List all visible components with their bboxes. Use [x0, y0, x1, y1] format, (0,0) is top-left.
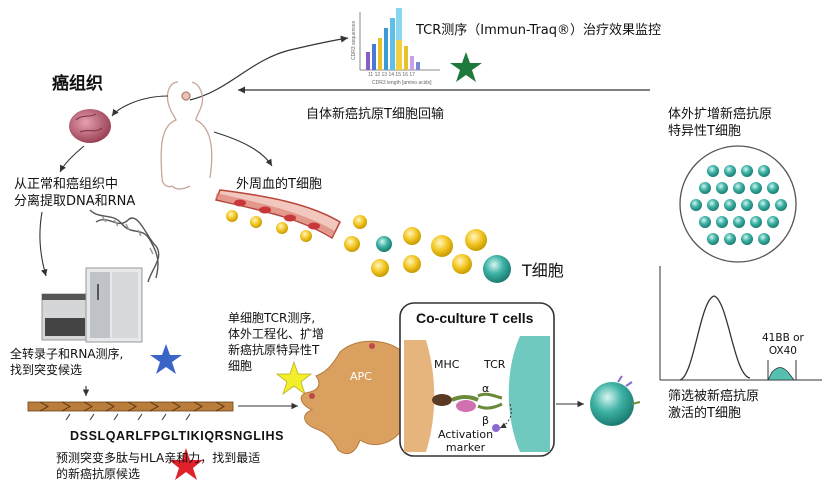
tumor-tissue-icon	[69, 109, 111, 143]
beta-label: β	[482, 414, 490, 427]
expand-label: 体外扩增新癌抗原 特异性T细胞	[668, 107, 773, 139]
dish-t-cell	[758, 165, 770, 177]
peptide-sequence: DSSLQARLFPGLTIKIQRSNGLIHS	[70, 429, 285, 443]
dish-t-cell	[767, 182, 779, 194]
peptide-ticks	[65, 413, 191, 421]
dish-t-cell	[690, 199, 702, 211]
t-cell-bead	[276, 222, 288, 234]
t-cell-bead	[452, 254, 472, 274]
coculture-apc	[404, 340, 435, 452]
sequencer-icon	[41, 267, 143, 343]
human-figure	[160, 81, 213, 190]
dish-t-cell	[767, 216, 779, 228]
dish-t-cell	[758, 233, 770, 245]
dna-helix-icon	[89, 209, 160, 283]
dish-t-cell	[724, 165, 736, 177]
coculture-title: Co-culture T cells	[416, 310, 534, 326]
t-cell-label: T细胞	[522, 261, 564, 280]
t-cell-bead	[300, 230, 312, 242]
mhc-label: MHC	[434, 358, 460, 371]
arrow-to-monitor	[189, 35, 349, 101]
dish-t-cell	[707, 165, 719, 177]
tcr-label: TCR	[484, 358, 506, 371]
apc-label: APC	[350, 370, 372, 383]
tumor-tissue-label: 癌组织	[52, 74, 103, 94]
dish-t-cell	[716, 182, 728, 194]
screen-label: 筛选被新癌抗原 激活的T细胞	[668, 389, 760, 421]
t-cell-bead	[250, 216, 262, 228]
single-cell-label: 单细胞TCR测序, 体外工程化、扩增 新癌抗原特异性T 细胞	[228, 311, 325, 373]
dish-t-cell	[775, 199, 787, 211]
coculture-t-cell	[508, 336, 550, 452]
blue-star-icon	[150, 344, 182, 374]
mini-chart-ticks: 11 12 13 14 15 16 17	[368, 72, 415, 78]
arrow-to-sequencer	[39, 211, 48, 277]
apc-cell	[300, 340, 403, 455]
t-cell-bead	[403, 255, 421, 273]
yellow-star-icon	[275, 360, 313, 396]
dish-t-cell	[707, 233, 719, 245]
apc-receptor	[369, 343, 375, 349]
blood-vessel	[214, 189, 341, 240]
marker-41bb-label: 41BB or OX40	[762, 332, 804, 357]
dish-t-cell	[707, 199, 719, 211]
reinfusion-label: 自体新癌抗原T细胞回输	[306, 107, 444, 122]
sequencing-label: 全转录子和RNA测序, 找到突变候选	[10, 347, 124, 377]
t-cell-icon	[483, 255, 511, 283]
activated-t-cell-icon	[590, 375, 641, 426]
t-cell-teal	[376, 236, 392, 252]
dish-t-cell	[750, 182, 762, 194]
t-cell-bead	[403, 227, 421, 245]
dish-t-cell	[741, 165, 753, 177]
arrow-to-isolate	[59, 145, 85, 173]
activation-marker-label: Activation marker	[438, 428, 494, 454]
t-cell-bead	[465, 229, 487, 251]
dish-t-cell	[724, 233, 736, 245]
dish-t-cell	[724, 199, 736, 211]
alpha-label: α	[482, 382, 490, 395]
tcr-monitor-label: TCR测序（Immun-Traq®）治疗效果监控	[416, 23, 662, 38]
t-cell-bead	[353, 215, 367, 229]
predict-label: 预测突变多肽与HLA亲和力，找到最适 的新癌抗原候选	[56, 451, 261, 481]
arrow-to-pbmc	[213, 131, 273, 167]
dish-t-cell	[733, 216, 745, 228]
mini-chart-y-label: CDR3 sequences	[351, 20, 357, 60]
red-star-icon	[169, 448, 203, 480]
dish-t-cell	[716, 216, 728, 228]
apc-receptor	[309, 393, 315, 399]
mini-chart-x-label: CDR3 length [amino acids]	[372, 80, 432, 86]
t-cell-bead	[226, 210, 238, 222]
mhc-tcr-complex	[432, 392, 512, 432]
dish-t-cell	[750, 216, 762, 228]
peptide-chain	[27, 401, 234, 412]
t-cell-bead	[371, 259, 389, 277]
dish-t-cell	[758, 199, 770, 211]
dish-t-cell	[733, 182, 745, 194]
cdr3-mini-chart	[359, 8, 440, 71]
green-star-icon	[450, 52, 482, 82]
dish-t-cell	[699, 216, 711, 228]
dish-t-cell	[741, 199, 753, 211]
dish-cells	[690, 165, 787, 245]
isolate-label: 从正常和癌组织中 分离提取DNA和RNA	[14, 177, 136, 209]
dish-t-cell	[699, 182, 711, 194]
dish-t-cell	[741, 233, 753, 245]
t-cell-bead	[344, 236, 360, 252]
pbmc-label: 外周血的T细胞	[236, 177, 322, 192]
arrow-to-tissue	[111, 95, 169, 117]
t-cell-bead	[431, 235, 453, 257]
flow-histogram	[659, 266, 822, 381]
